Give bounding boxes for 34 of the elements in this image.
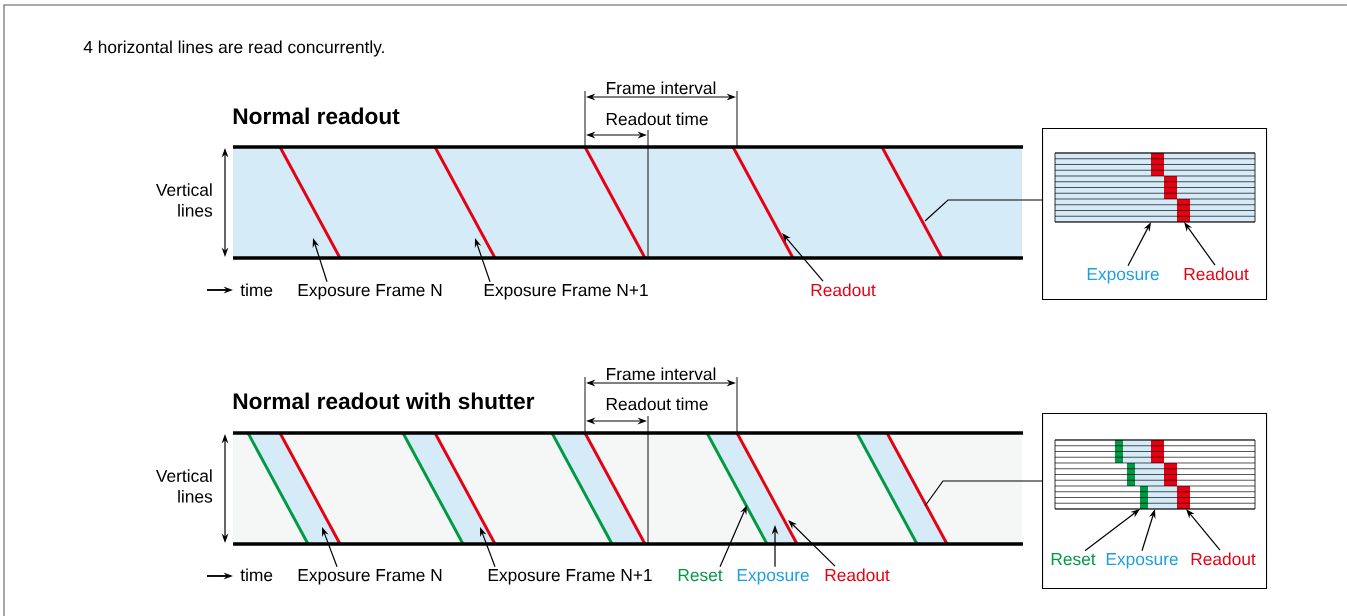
dimension-label: Readout time xyxy=(606,112,708,126)
callout-text: Readout xyxy=(811,283,876,297)
callout-text: Exposure xyxy=(737,569,809,585)
leader-line xyxy=(924,480,1043,507)
axis-label: time xyxy=(240,568,273,582)
callout-text: Exposure Frame N+1 xyxy=(488,569,652,585)
panel-title: Normal readout with shutter xyxy=(233,392,535,410)
callout-text: Readout xyxy=(1184,267,1249,281)
panel-title: Normal readout xyxy=(233,107,400,125)
dimension-label: Readout time xyxy=(606,397,708,411)
axis-label: Vertical lines xyxy=(156,183,213,217)
callout-text: Exposure Frame N+1 xyxy=(484,284,648,300)
callout-text: Exposure xyxy=(1106,553,1178,569)
callout-text: Readout xyxy=(1191,552,1256,566)
leader-line xyxy=(1184,222,1216,266)
leader-line xyxy=(788,520,836,567)
leader-line xyxy=(1127,222,1151,267)
leader-line xyxy=(1084,509,1140,552)
callout-text: Exposure Frame N xyxy=(298,284,442,300)
leader-line xyxy=(924,199,1043,222)
heading: 4 horizontal lines are read concurrently. xyxy=(83,40,384,57)
callout-text: Reset xyxy=(1051,553,1096,566)
inset-box xyxy=(1042,128,1268,301)
axis-label: time xyxy=(240,283,273,297)
axis-label: Vertical lines xyxy=(156,469,213,503)
leader-line xyxy=(782,233,824,282)
leader-line xyxy=(1186,509,1221,551)
callout-text: Exposure Frame N xyxy=(298,569,442,585)
callout-text: Exposure xyxy=(1087,268,1159,284)
inset-box xyxy=(1042,413,1268,590)
callout-text: Reset xyxy=(678,569,723,582)
callout-text: Readout xyxy=(825,568,890,582)
dimension-label: Frame interval xyxy=(607,367,716,381)
dimension-label: Frame interval xyxy=(607,81,716,95)
